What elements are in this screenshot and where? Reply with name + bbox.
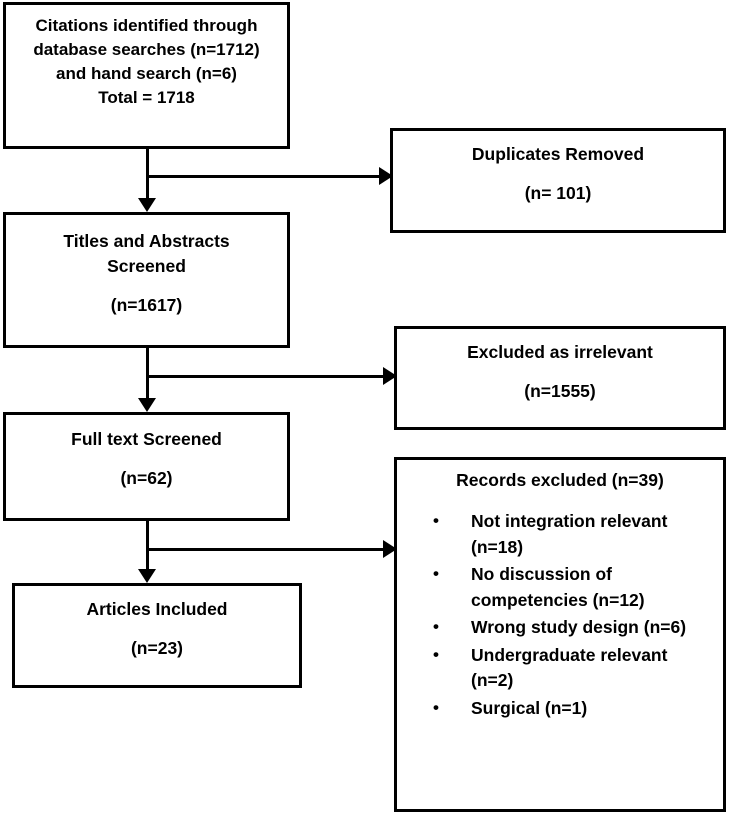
list-item-label: Not integration relevant (n=18) <box>471 511 668 557</box>
duplicates-count: (n= 101) <box>524 182 592 203</box>
connector-vertical-2 <box>146 348 149 401</box>
connector-vertical-3 <box>146 521 149 573</box>
citations-line-2: database searches (n=1712) <box>33 40 260 60</box>
screened-count: (n=1617) <box>110 294 183 315</box>
bullet-icon: • <box>433 697 439 717</box>
screened-title-line-1: Titles and Abstracts <box>63 231 230 251</box>
fulltext-count: (n=62) <box>120 467 173 488</box>
arrow-down-2 <box>138 398 156 412</box>
list-item: • Not integration relevant (n=18) <box>433 509 709 560</box>
box-full-text-screened: Full text Screened (n=62) <box>3 412 290 521</box>
box-citations-identified: Citations identified through database se… <box>3 2 290 149</box>
arrow-right-1 <box>379 167 393 185</box>
box-records-excluded: Records excluded (n=39) • Not integratio… <box>394 457 726 812</box>
screened-title-line-2: Screened <box>107 255 186 276</box>
records-excluded-list: • Not integration relevant (n=18) • No d… <box>397 509 723 723</box>
citations-line-3: and hand search (n=6) <box>56 64 237 84</box>
box-duplicates-removed: Duplicates Removed (n= 101) <box>390 128 726 233</box>
arrow-down-3 <box>138 569 156 583</box>
irrelevant-title: Excluded as irrelevant <box>467 342 653 362</box>
arrow-right-2 <box>383 367 397 385</box>
bullet-icon: • <box>433 644 439 664</box>
list-item: • Surgical (n=1) <box>433 696 709 722</box>
box-titles-abstracts-screened: Titles and Abstracts Screened (n=1617) <box>3 212 290 348</box>
records-excluded-heading: Records excluded (n=39) <box>456 470 664 490</box>
box-excluded-as-irrelevant: Excluded as irrelevant (n=1555) <box>394 326 726 430</box>
arrow-down-1 <box>138 198 156 212</box>
included-title: Articles Included <box>86 599 228 619</box>
connector-horizontal-2 <box>146 375 389 378</box>
list-item-label: Undergraduate relevant (n=2) <box>471 644 668 691</box>
citations-line-1: Citations identified through <box>35 16 258 35</box>
irrelevant-count: (n=1555) <box>524 380 596 401</box>
bullet-icon: • <box>433 617 439 637</box>
duplicates-title: Duplicates Removed <box>471 144 645 164</box>
list-item: • Wrong study design (n=6) <box>433 615 709 641</box>
list-item-label: No discussion of competencies (n=12) <box>471 564 645 610</box>
included-count: (n=23) <box>130 637 184 658</box>
list-item: • Undergraduate relevant (n=2) <box>433 643 709 694</box>
fulltext-title: Full text Screened <box>71 429 222 449</box>
connector-horizontal-1 <box>146 175 385 178</box>
list-item-label: Wrong study design (n=6) <box>471 617 687 638</box>
bullet-icon: • <box>433 511 439 530</box>
box-articles-included: Articles Included (n=23) <box>12 583 302 688</box>
arrow-right-3 <box>383 540 397 558</box>
citations-line-4: Total = 1718 <box>98 88 195 108</box>
list-item: • No discussion of competencies (n=12) <box>433 562 709 613</box>
list-item-label: Surgical (n=1) <box>471 697 588 718</box>
bullet-icon: • <box>433 564 439 584</box>
connector-horizontal-3 <box>146 548 389 551</box>
